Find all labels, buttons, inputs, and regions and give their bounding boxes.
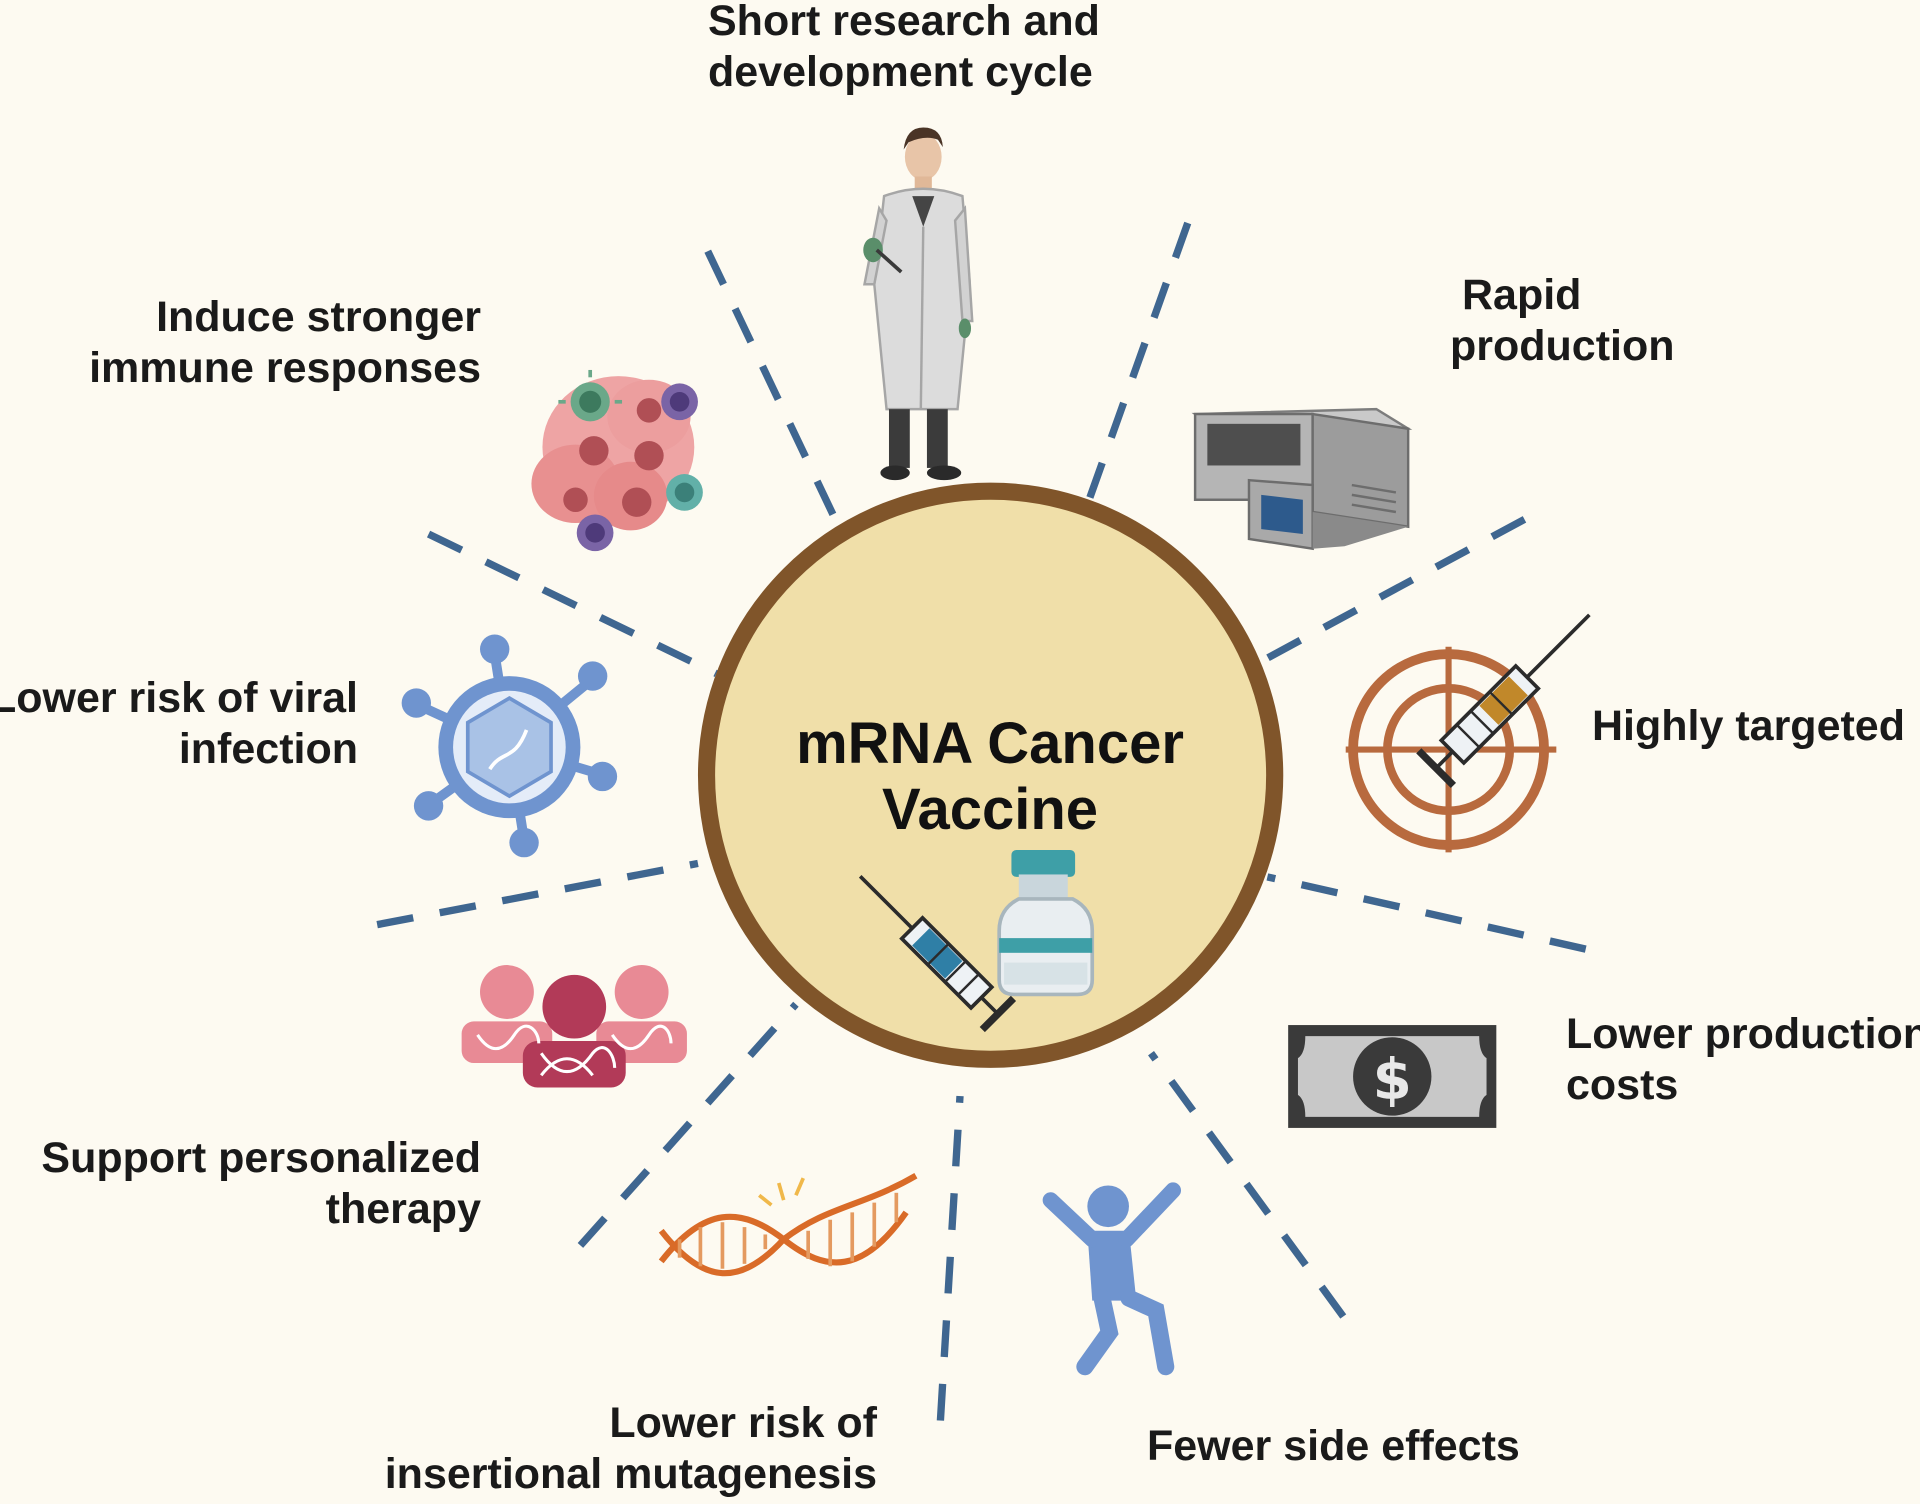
label-highly-targeted: Highly targeted xyxy=(1592,702,1905,750)
label-lower-viral-infection: Lower risk of viral infection xyxy=(0,674,358,773)
radial-dividers xyxy=(376,221,1587,1421)
center-title-line2: Vaccine xyxy=(881,777,1099,842)
divider-line xyxy=(936,1095,964,1421)
label-stronger-immune: Induce stronger immune responses xyxy=(89,293,481,392)
label-lower-costs: Lower production costs xyxy=(1566,1010,1920,1109)
divider-line xyxy=(1266,873,1587,953)
divider-line xyxy=(376,859,699,929)
divider-line xyxy=(1148,1051,1347,1319)
target-syringe-icon xyxy=(1345,613,1591,853)
people-dna-icon xyxy=(461,965,687,1088)
divider-line xyxy=(426,530,718,677)
vaccine-vial-icon xyxy=(997,849,1095,997)
divider-line xyxy=(1083,221,1192,506)
label-rapid-production: Rapid production xyxy=(1450,271,1675,370)
scientist-icon xyxy=(863,127,974,481)
center-title-line1: mRNA Cancer xyxy=(796,711,1184,776)
center-circle xyxy=(697,482,1284,1068)
production-machine-icon xyxy=(1191,407,1413,551)
divider-line xyxy=(704,249,843,529)
immune-cell xyxy=(576,514,614,552)
virus-icon xyxy=(401,634,618,858)
tumor-immune-cells-icon xyxy=(531,369,703,552)
immune-cell xyxy=(666,474,703,511)
label-lower-mutagenesis: Lower risk of insertional mutagenesis xyxy=(384,1399,877,1498)
immune-cell xyxy=(558,369,623,422)
immune-cell xyxy=(661,383,698,421)
label-fewer-side-effects: Fewer side effects xyxy=(1147,1422,1520,1470)
center-title: mRNA Cancer Vaccine xyxy=(710,711,1270,843)
syringe-icon xyxy=(858,874,1017,1033)
label-short-cycle: Short research and development cycle xyxy=(708,0,1100,96)
dollar-banknote-icon: $ xyxy=(1288,1025,1497,1128)
divider-line xyxy=(577,1001,799,1248)
jumping-person-icon xyxy=(1042,1182,1182,1376)
dna-helix-icon xyxy=(658,1173,918,1277)
divider-line xyxy=(1259,516,1527,665)
svg-text:$: $ xyxy=(1373,1048,1412,1113)
label-personalized-therapy: Support personalized therapy xyxy=(41,1134,481,1233)
